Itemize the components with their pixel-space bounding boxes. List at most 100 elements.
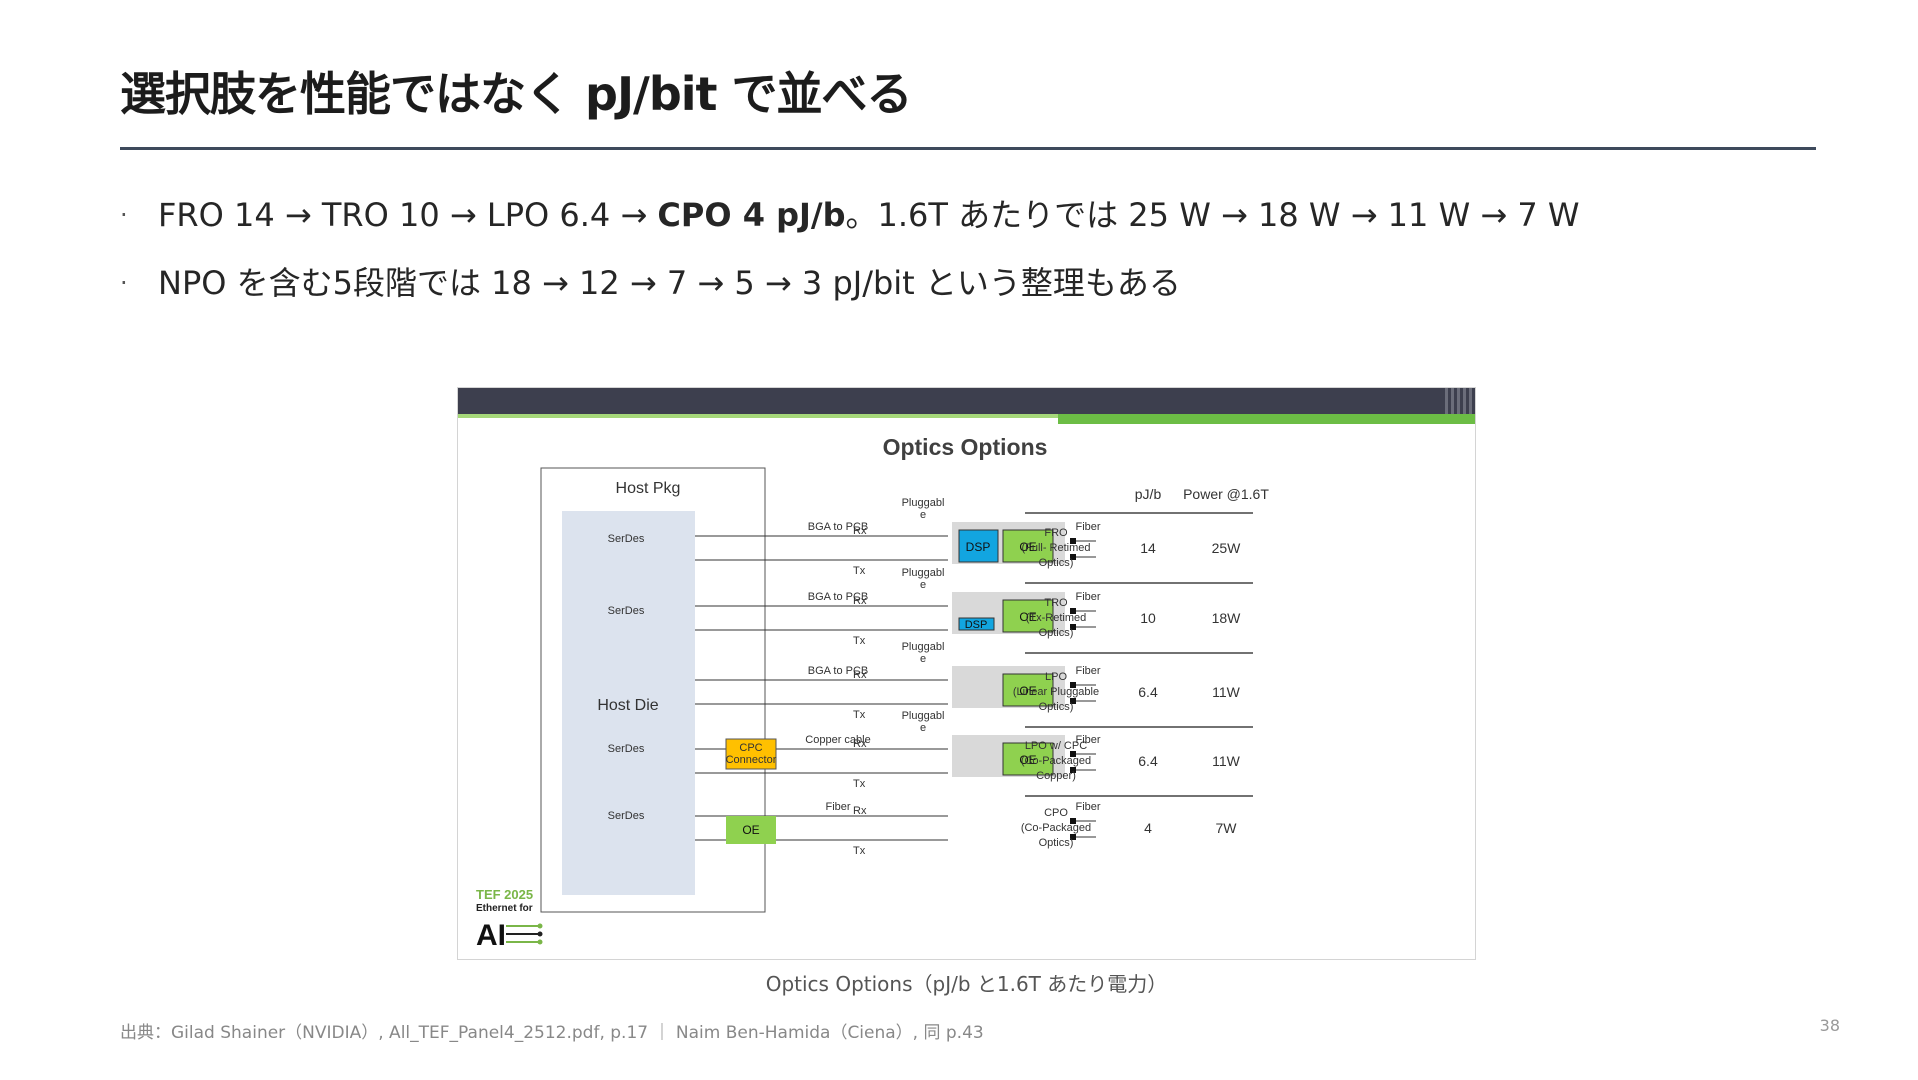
optics-name-line: (Full- Retimed [1021,542,1090,554]
link-type-label: Fiber [825,801,850,813]
bullet-list: · FRO 14 → TRO 10 → LPO 6.4 → CPO 4 pJ/b… [120,193,1820,329]
oe-label: OE [1019,753,1036,767]
pluggable-label: Pluggabl [902,497,945,509]
host-die-box [562,511,695,895]
optics-name-line: (Co-Packaged [1021,822,1091,834]
optics-name-line: Optics) [1039,627,1074,639]
optics-name-line: Optics) [1039,701,1074,713]
fiber-label: Fiber [1075,734,1100,746]
pjb-value: 6.4 [1138,684,1158,700]
rx-label: Rx [853,738,867,750]
figure-header-bar [458,388,1475,414]
pjb-value: 14 [1140,540,1156,556]
tx-label: Tx [853,709,866,721]
tx-label: Tx [853,845,866,857]
pluggable-label: Pluggabl [902,641,945,653]
optics-name-line: (Co-Packaged [1021,755,1091,767]
rx-label: Rx [853,805,867,817]
fiber-connector-icon [1070,608,1076,614]
power-value: 18W [1212,610,1242,626]
column-header-pjb: pJ/b [1135,486,1162,502]
figure-caption: Optics Options（pJ/b と1.6T あたり電力） [765,972,1168,996]
cpc-label: CPC [739,742,762,754]
bullet-bold-text: CPO 4 pJ/b [657,196,846,234]
optics-name-line: TRO [1044,597,1068,609]
host-package-box [540,467,766,913]
oe-chip-box [1002,742,1054,776]
tef-logo-text: TEF 2025 [476,887,533,902]
pluggable-label: Pluggabl [902,710,945,722]
figure-title: Optics Options [883,434,1048,460]
figure-header-stripes [1445,388,1475,414]
rx-label: Rx [853,525,867,537]
fiber-label: Fiber [1075,591,1100,603]
oe-label: OE [742,823,759,837]
host-pkg-label: Host Pkg [616,480,681,497]
figure-accent-line [1058,414,1475,424]
pluggable-label: e [920,722,926,734]
optics-name-line: FRO [1044,527,1068,539]
rx-label: Rx [853,595,867,607]
fiber-label: Fiber [1075,665,1100,677]
dsp-chip-box [958,617,995,631]
serdes-label: SerDes [608,605,645,617]
bullet-item: · FRO 14 → TRO 10 → LPO 6.4 → CPO 4 pJ/b… [120,193,1820,261]
fiber-connector-icon [1070,818,1076,824]
dsp-label: DSP [965,619,988,631]
title-divider [120,147,1816,150]
fiber-label: Fiber [1075,521,1100,533]
oe-label: OE [1019,610,1036,624]
fiber-connector-icon [1070,751,1076,757]
link-type-label: BGA to PCB [808,665,869,677]
power-value: 7W [1216,820,1238,836]
pjb-value: 6.4 [1138,753,1158,769]
optics-name-line: LPO [1045,671,1067,683]
dsp-chip-box [958,529,999,563]
bullet-item: · NPO を含む5段階では 18 → 12 → 7 → 5 → 3 pJ/bi… [120,261,1820,329]
fiber-connector-icon [1070,834,1076,840]
fiber-connector-icon [1070,767,1076,773]
source-citation: 出典：Gilad Shainer（NVIDIA）, All_TEF_Panel4… [120,1023,984,1043]
fiber-connector-icon [1070,682,1076,688]
fiber-connector-icon [1070,554,1076,560]
oe-label: OE [1019,684,1036,698]
link-type-label: BGA to PCB [808,521,869,533]
column-header-power: Power @1.6T [1183,486,1269,502]
tef-logo-ai: AI [476,919,506,952]
bullet-text: FRO 14 → TRO 10 → LPO 6.4 → [158,196,658,234]
power-value: 11W [1212,684,1241,700]
fiber-connector-icon [1070,698,1076,704]
serdes-label: SerDes [608,743,645,755]
optics-name-line: (Linear Pluggable [1013,686,1099,698]
cpc-label: Connector [726,754,777,766]
pjb-value: 4 [1144,820,1152,836]
fiber-connector-icon [1070,538,1076,544]
oe-chip-box [1002,599,1054,633]
dsp-label: DSP [966,540,991,554]
bullet-dot-icon: · [120,201,128,229]
bullet-text-tail: 。1.6T あたりでは 25 W → 18 W → 11 W → 7 W [845,196,1580,234]
pjb-value: 10 [1140,610,1156,626]
fiber-connector-icon [1070,624,1076,630]
serdes-label: SerDes [608,810,645,822]
link-type-label: BGA to PCB [808,591,869,603]
bullet-text: NPO を含む5段階では 18 → 12 → 7 → 5 → 3 pJ/bit … [158,264,1181,302]
power-value: 11W [1212,753,1241,769]
optics-name-line: Copper) [1036,770,1076,782]
oe-chip-box [726,816,776,844]
bullet-dot-icon: · [120,269,128,297]
oe-chip-box [1002,529,1054,563]
optics-name-line: (Tx-Retimed [1026,612,1087,624]
pluggable-label: e [920,579,926,591]
tx-label: Tx [853,635,866,647]
pluggable-label: e [920,653,926,665]
optics-name-line: CPO [1044,807,1068,819]
oe-label: OE [1019,540,1036,554]
tx-label: Tx [853,565,866,577]
pluggable-label: Pluggabl [902,567,945,579]
optics-name-line: LPO w/ CPC [1025,740,1087,752]
optics-name-line: Optics) [1039,837,1074,849]
power-value: 25W [1212,540,1242,556]
